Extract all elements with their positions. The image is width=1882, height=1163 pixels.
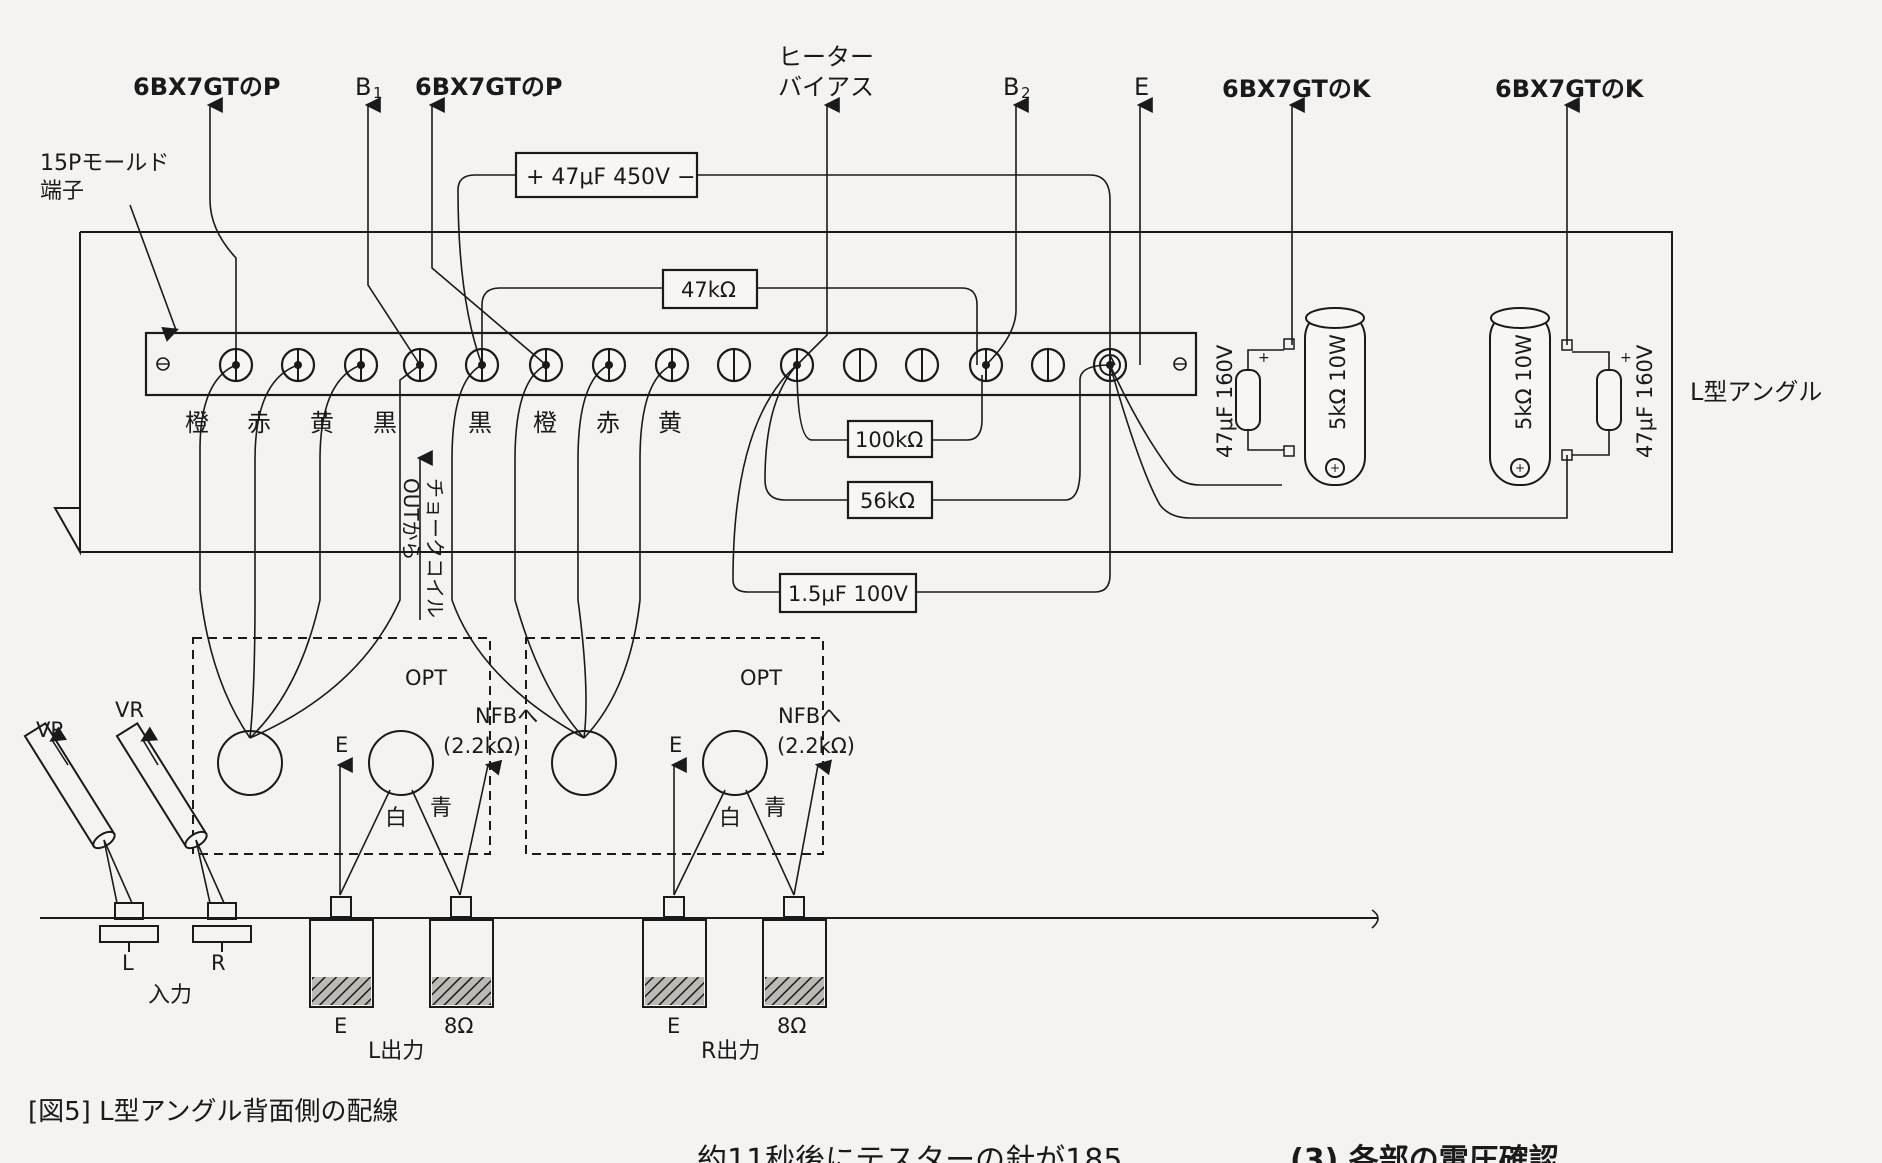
resistor-56k-label: 56kΩ <box>860 489 915 513</box>
nfb-right-1: NFBへ <box>778 704 841 728</box>
l-out-label: L出力 <box>368 1039 424 1064</box>
body-text-1: 約11秒後にテスターの針が185 <box>697 1143 1122 1163</box>
component-wires <box>457 174 1568 593</box>
opt-primary-wires <box>199 364 673 739</box>
label-b2-sub: 2 <box>1021 84 1031 102</box>
out-l-e: E <box>334 1014 347 1038</box>
label-mold-1: 15Pモールド <box>40 151 169 176</box>
opt-left-blue: 青 <box>430 796 452 821</box>
out-r-8ohm: 8Ω <box>777 1014 806 1038</box>
resistor-56k <box>846 480 934 520</box>
label-l-angle: L型アングル <box>1690 378 1822 406</box>
terminal-lug <box>842 347 878 383</box>
nfb-right-2: (2.2kΩ) <box>777 734 855 758</box>
terminal-strip <box>144 331 1198 397</box>
nfb-left-2: (2.2kΩ) <box>443 734 521 758</box>
resistor-47k-label: 47kΩ <box>681 278 736 302</box>
vr-cables: VR VR <box>23 698 225 904</box>
resistor-100k-label: 100kΩ <box>855 428 923 452</box>
capacitor-47uf-160v-1-label: 47μF 160V <box>1213 344 1237 458</box>
opt-right-label: OPT <box>740 666 782 690</box>
nfb-left-1: NFBへ <box>475 704 538 728</box>
wire-color-label: 黒 <box>468 409 492 437</box>
label-b2: B <box>1003 73 1019 101</box>
top-labels: 6BX7GTのP B 1 6BX7GTのP ヒーター バイアス B 2 E 6B… <box>40 43 1822 406</box>
opt-left-e: E <box>335 733 348 757</box>
wire-color-label: 黒 <box>373 409 397 437</box>
top-leads <box>129 97 1580 366</box>
resistor-100k <box>846 419 934 459</box>
mounting-screw <box>156 357 170 371</box>
label-b1: B <box>355 73 371 101</box>
label-6bx7gt-p-2: 6BX7GTのP <box>415 73 562 101</box>
svg-text:+: + <box>1330 461 1340 475</box>
terminal-lug <box>904 347 940 383</box>
opt-right-white: 白 <box>719 806 741 831</box>
capacitor-1-5uf <box>778 572 918 614</box>
out-l-8ohm: 8Ω <box>444 1014 473 1038</box>
label-6bx7gt-p-1: 6BX7GTのP <box>133 73 280 101</box>
svg-text:+: + <box>1258 350 1270 366</box>
l-angle-plate <box>53 231 1673 556</box>
resistor-5k-1-label: 5kΩ 10W <box>1326 334 1350 430</box>
capacitor-1-5uf-label: 1.5μF 100V <box>788 582 909 606</box>
opt-right-blue: 青 <box>764 796 786 821</box>
cathode-assembly-1: + 5kΩ 10W + 47μF 160V <box>1213 307 1366 486</box>
terminal-lug <box>716 347 752 383</box>
svg-text:+: + <box>1515 461 1525 475</box>
vr-right-label: VR <box>115 698 144 722</box>
out-r-e: E <box>667 1014 680 1038</box>
capacitor-47uf-450v-label: + 47μF 450V − <box>526 165 696 190</box>
label-b1-sub: 1 <box>373 84 383 102</box>
opt-left-white: 白 <box>385 806 407 831</box>
input-r-label: R <box>211 951 226 975</box>
input-label: 入力 <box>148 983 192 1008</box>
cathode-assembly-2: + 5kΩ 10W + 47μF 160V <box>1489 307 1657 486</box>
input-l-label: L <box>122 951 134 975</box>
label-6bx7gt-k-2: 6BX7GTのK <box>1495 75 1645 103</box>
chassis-panel <box>40 896 1379 1008</box>
opt-right-e: E <box>669 733 682 757</box>
label-e: E <box>1134 73 1149 101</box>
opt-left-label: OPT <box>405 666 447 690</box>
terminal-lug <box>1030 347 1066 383</box>
choke-label-1: チョークコイル <box>423 478 447 618</box>
label-heater-1: ヒーター <box>778 43 874 71</box>
label-6bx7gt-k-1: 6BX7GTのK <box>1222 75 1372 103</box>
opt-right: OPT NFBへ (2.2kΩ) E 白 青 <box>525 637 855 855</box>
mounting-screw <box>1173 357 1187 371</box>
resistor-47k <box>661 268 759 310</box>
choke-label-2: OUTから <box>399 478 423 561</box>
wire-color-label: 橙 <box>185 409 209 437</box>
wire-color-label: 赤 <box>247 409 271 437</box>
figure-caption: [図5] L型アングル背面側の配線 <box>28 1097 399 1127</box>
capacitor-47uf-450v <box>514 151 699 199</box>
vr-left-label: VR <box>36 718 65 742</box>
wire-color-label: 赤 <box>596 409 620 437</box>
svg-text:+: + <box>1620 350 1632 366</box>
r-out-label: R出力 <box>701 1039 760 1064</box>
capacitor-47uf-160v-2-label: 47μF 160V <box>1633 344 1657 458</box>
opt-left: OPT NFBへ (2.2kΩ) E 白 青 <box>192 637 538 855</box>
label-mold-2: 端子 <box>40 179 84 204</box>
choke-label: チョークコイル OUTから <box>399 450 447 620</box>
opt-secondary-wires <box>336 757 833 896</box>
component-boxes: + 47μF 450V − 47kΩ 100kΩ 56kΩ 1.5μF 100V <box>514 151 934 614</box>
bottom-labels: L R 入力 E 8Ω L出力 E 8Ω R出力 [図5] L型アングル背面側の… <box>28 951 1559 1163</box>
label-heater-2: バイアス <box>778 73 874 101</box>
wire-color-label: 橙 <box>533 409 557 437</box>
wire-color-label: 黄 <box>658 409 682 437</box>
resistor-5k-2-label: 5kΩ 10W <box>1512 334 1536 430</box>
body-text-2: (3) 各部の電圧確認 <box>1290 1143 1559 1163</box>
